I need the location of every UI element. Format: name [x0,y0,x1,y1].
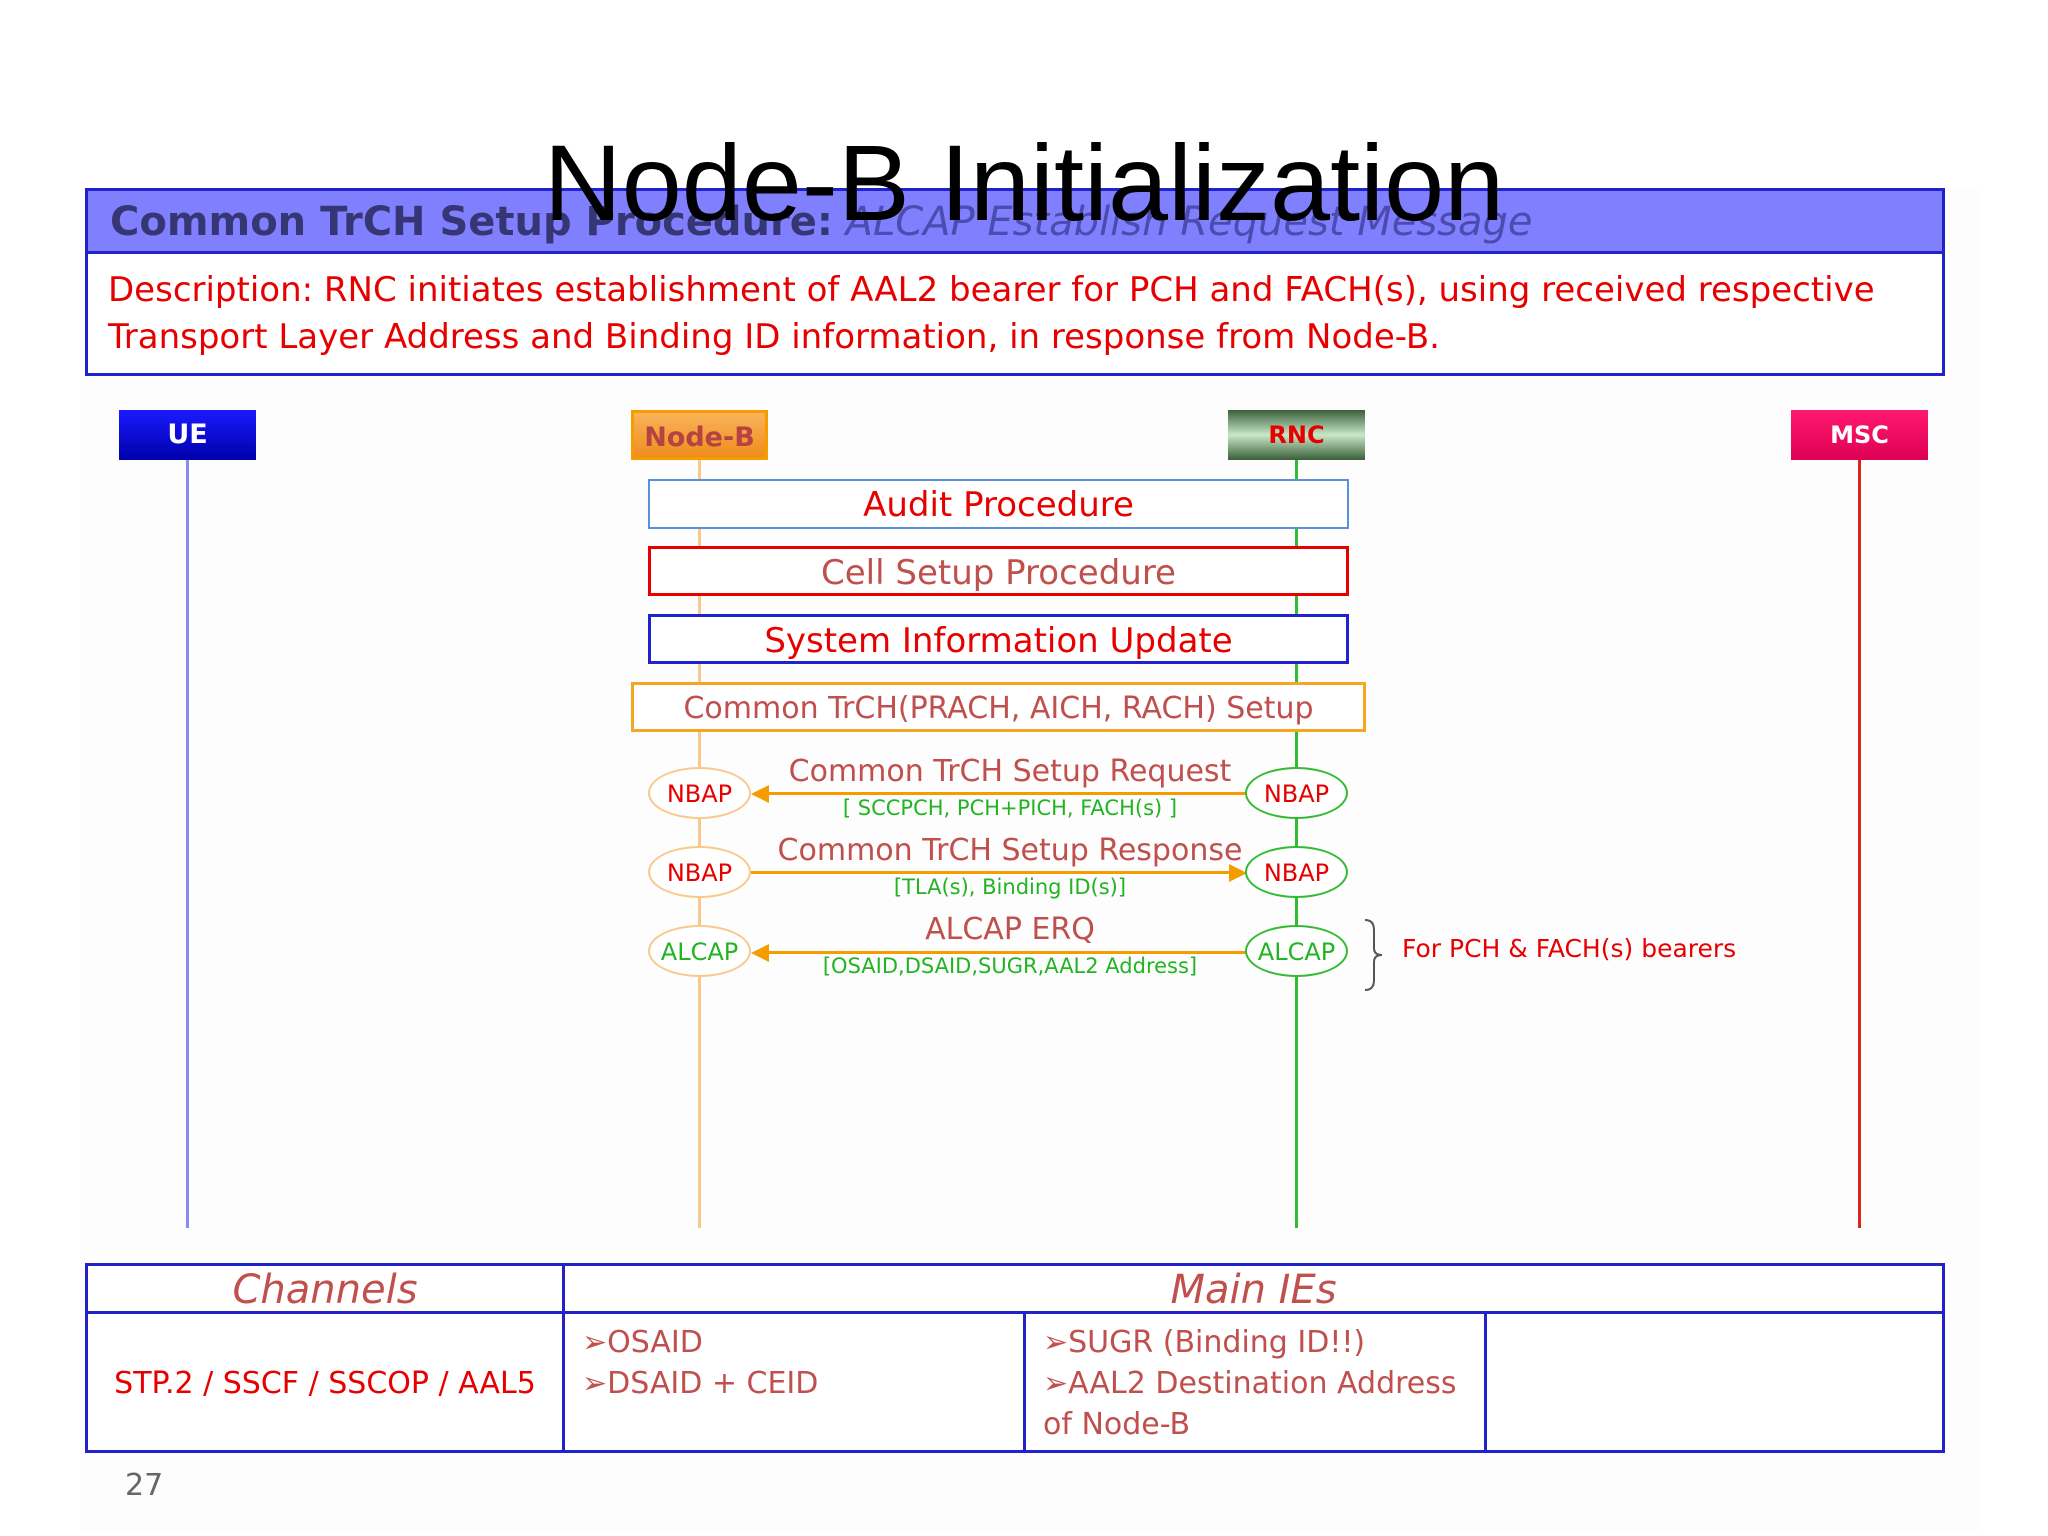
setup-request-label: Common TrCH Setup Request [788,754,1232,789]
nodeb-lifeline [698,460,701,1228]
ue-lifeline [186,460,189,1228]
procedure-header: Common TrCH Setup Procedure: ALCAP Estab… [85,188,1945,254]
alcap-erq-params: [OSAID,DSAID,SUGR,AAL2 Address] [822,954,1198,978]
channels-header: Channels [232,1267,418,1313]
procedure-header-text: Common TrCH Setup Procedure: ALCAP Estab… [110,197,1533,247]
message-name: ALCAP Establish Request Message [832,199,1533,245]
table-divider-2 [1023,1313,1026,1453]
curly-brace-icon [1364,919,1383,991]
setup-request-arrowhead [751,785,769,803]
table-divider-3 [1484,1313,1487,1453]
setup-response-arrowhead [1229,864,1247,882]
msc-lifeline [1858,460,1861,1228]
ie-item-osaid: ➢OSAID [582,1325,703,1360]
rnc-lifeline [1295,460,1298,1228]
rnc-nbap-oval-1: NBAP [1245,767,1348,819]
ie-item-dsaid: ➢DSAID + CEID [582,1366,819,1401]
ie-item-aal2-address: ➢AAL2 Destination Address [1043,1366,1457,1401]
audit-procedure-box: Audit Procedure [648,479,1349,529]
description-line-2: Transport Layer Address and Binding ID i… [108,317,1440,357]
nodeb-entity: Node-B [631,410,768,460]
channels-cell: STP.2 / SSCF / SSCOP / AAL5 [114,1366,536,1401]
ie-item-sugr: ➢SUGR (Binding ID!!) [1043,1325,1366,1360]
nodeb-alcap-oval: ALCAP [648,925,751,977]
rnc-entity: RNC [1228,410,1365,460]
rnc-alcap-oval: ALCAP [1245,925,1348,977]
msc-entity: MSC [1791,410,1928,460]
system-info-update-box: System Information Update [648,614,1349,664]
alcap-erq-label: ALCAP ERQ [925,912,1095,947]
rnc-nbap-oval-2: NBAP [1245,846,1348,898]
setup-request-arrow [768,792,1248,795]
setup-response-params: [TLA(s), Binding ID(s)] [893,875,1127,899]
ie-item-aal2-address-cont: of Node-B [1043,1407,1191,1442]
table-header-divider [85,1311,1945,1314]
main-ies-header: Main IEs [1170,1267,1337,1313]
setup-response-label: Common TrCH Setup Response [777,833,1243,868]
bearer-annotation: For PCH & FACH(s) bearers [1402,934,1737,963]
procedure-name: Common TrCH Setup Procedure: [110,199,833,245]
setup-response-arrow [751,871,1231,874]
description-box: Description: RNC initiates establishment… [85,254,1945,376]
slide-title: Node-B Initialization [543,122,1505,243]
common-trch-setup-box: Common TrCH(PRACH, AICH, RACH) Setup [631,682,1366,732]
cell-setup-procedure-box: Cell Setup Procedure [648,546,1349,596]
ue-entity: UE [119,410,256,460]
alcap-erq-arrowhead [751,944,769,962]
page-number: 27 [125,1468,164,1503]
alcap-erq-arrow [768,951,1248,954]
description-line-1: Description: RNC initiates establishment… [108,270,1875,310]
ie-table [85,1263,1945,1453]
nodeb-nbap-oval-1: NBAP [648,767,751,819]
setup-request-params: [ SCCPCH, PCH+PICH, FACH(s) ] [842,796,1178,820]
table-divider-1 [562,1263,565,1453]
nodeb-nbap-oval-2: NBAP [648,846,751,898]
